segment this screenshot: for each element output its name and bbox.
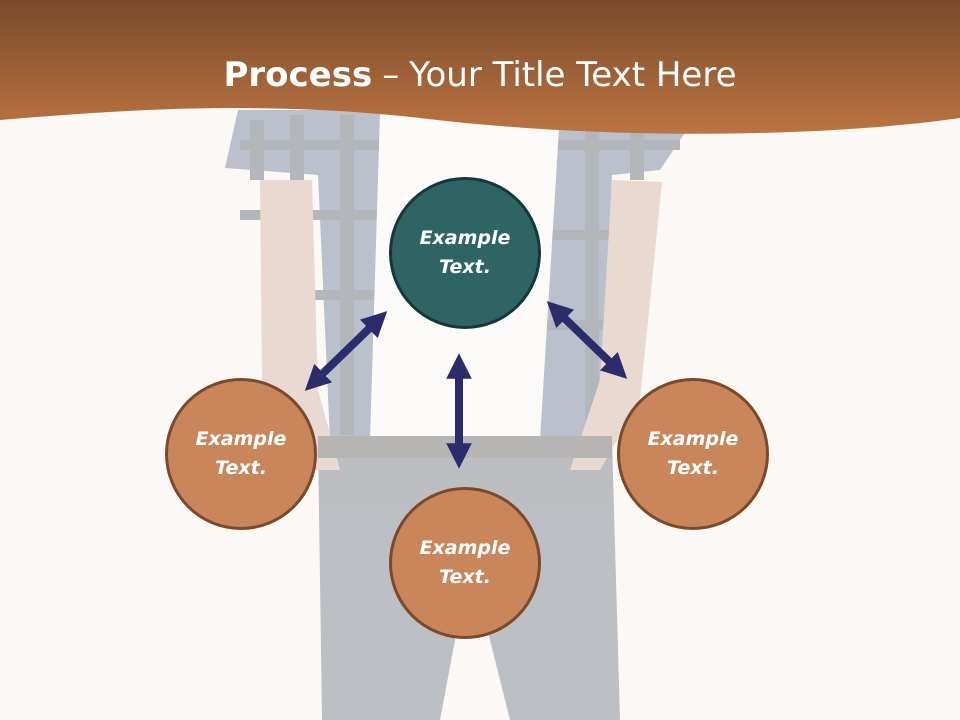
node-right-line2: Text. bbox=[667, 457, 719, 479]
node-bottom-line2: Text. bbox=[439, 566, 491, 588]
title-separator: – bbox=[382, 55, 400, 95]
node-left-line2: Text. bbox=[215, 457, 267, 479]
title-banner bbox=[0, 0, 960, 134]
node-left-line1: Example bbox=[195, 428, 287, 450]
node-bottom: Example Text. bbox=[389, 487, 541, 639]
node-right: Example Text. bbox=[617, 378, 769, 530]
node-bottom-line1: Example bbox=[419, 537, 511, 559]
node-right-line1: Example bbox=[647, 428, 739, 450]
node-left: Example Text. bbox=[165, 378, 317, 530]
node-top-line1: Example bbox=[419, 227, 511, 249]
title-bold: Process bbox=[223, 55, 373, 95]
node-top-line2: Text. bbox=[439, 256, 491, 278]
node-top: Example Text. bbox=[389, 177, 541, 329]
page-title: Process–Your Title Text Here bbox=[0, 52, 960, 98]
title-rest: Your Title Text Here bbox=[409, 55, 737, 95]
